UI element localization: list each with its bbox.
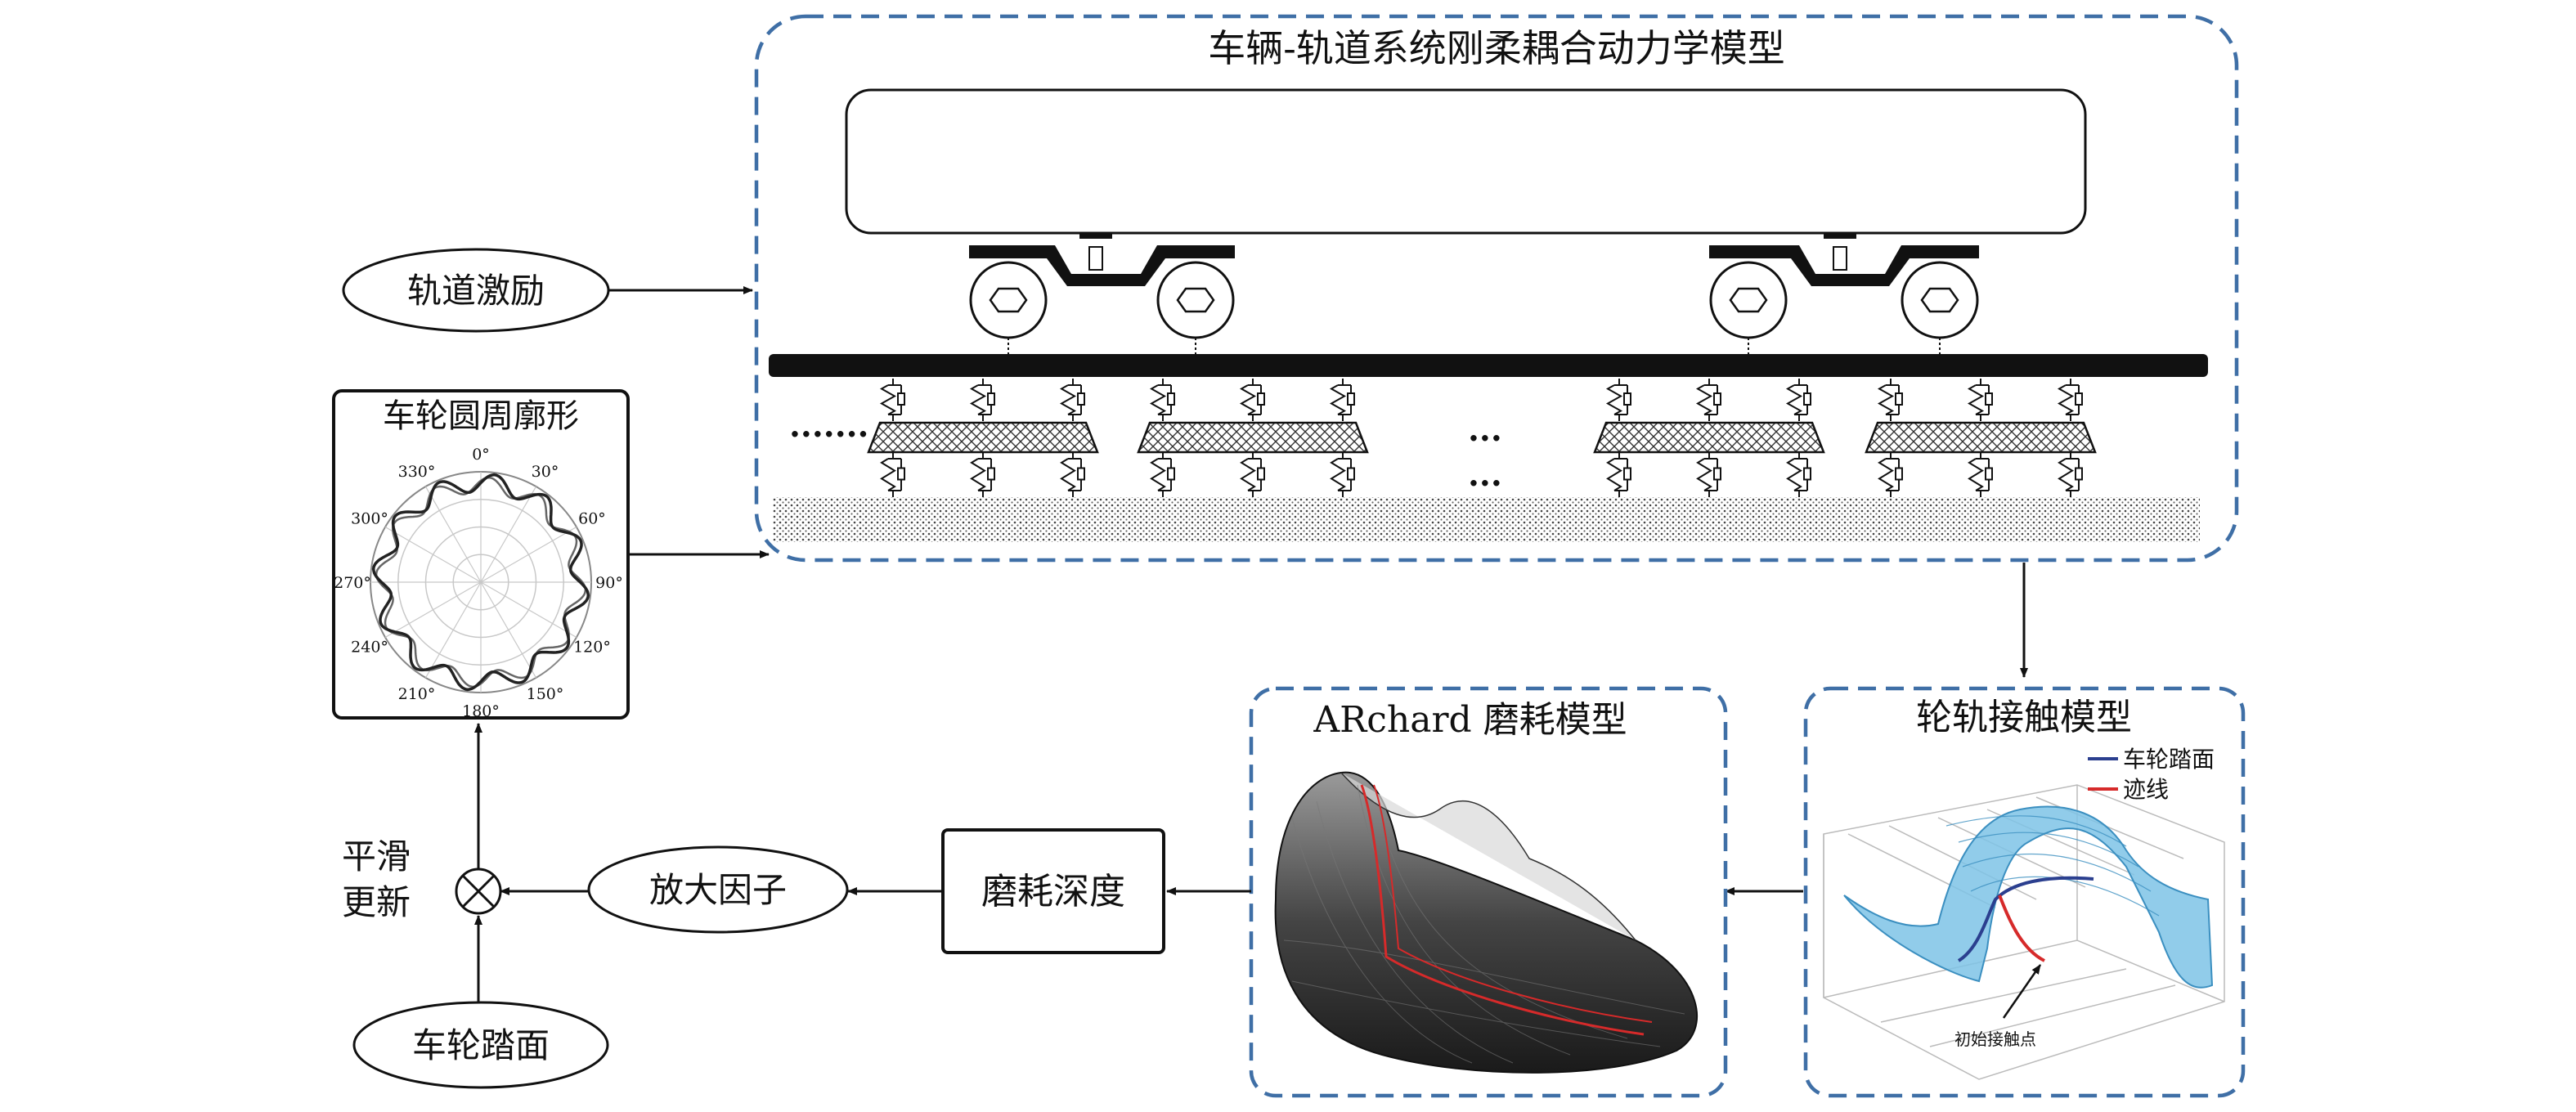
wheel-profile-title: 车轮圆周廓形 bbox=[383, 397, 579, 435]
polar-angle-label: 90° bbox=[595, 574, 623, 592]
track-excitation-node: 轨道激励 bbox=[342, 248, 610, 333]
polar-angle-label: 0° bbox=[472, 446, 490, 464]
sleeper bbox=[867, 421, 1099, 454]
fastener-spring bbox=[1605, 379, 1631, 421]
polar-angle-label: 120° bbox=[573, 639, 611, 657]
polar-profile-curve-a bbox=[371, 473, 590, 692]
polar-angle-label: 150° bbox=[527, 685, 564, 703]
contact-annotation: 初始接触点 bbox=[1954, 1029, 2036, 1049]
car-body bbox=[845, 88, 2087, 235]
multiplier-node bbox=[455, 868, 502, 915]
wheel-tread-node: 车轮踏面 bbox=[352, 1001, 609, 1089]
polar-angle-label: 240° bbox=[351, 639, 388, 657]
wheel-1 bbox=[969, 261, 1048, 354]
fastener-spring bbox=[1968, 452, 1993, 497]
track-excitation-label: 轨道激励 bbox=[407, 271, 545, 311]
fastener-spring bbox=[1150, 452, 1175, 497]
polar-angle-label: 330° bbox=[398, 463, 436, 481]
fastener-spring bbox=[2058, 452, 2083, 497]
track-dots-mid-bottom: ··· bbox=[1468, 464, 1502, 503]
wheel-tread-curve bbox=[1957, 876, 2094, 962]
fastener-spring bbox=[880, 452, 905, 497]
contact-legend: 车轮踏面 迹线 bbox=[2088, 746, 2215, 803]
fastener-spring bbox=[970, 452, 995, 497]
archard-model-title: ARchard 磨耗模型 bbox=[1313, 699, 1627, 741]
wear-depth-label: 磨耗深度 bbox=[981, 871, 1125, 912]
polar-plot: 0° 30° 60° 90° 120° 150° 180° 210° 240° 270° 300° 3… bbox=[334, 446, 623, 720]
trace-curve bbox=[1998, 895, 2045, 962]
contact-surface bbox=[1843, 805, 2214, 989]
wheel-profile-panel: 车轮圆周廓形 0° 30° 60° 90° 120° 150° 180° 210° 240° 27… bbox=[332, 389, 630, 720]
fastener-spring bbox=[1696, 452, 1721, 497]
fastener-spring bbox=[1329, 379, 1355, 421]
legend-wheel-tread: 车轮踏面 bbox=[2123, 746, 2215, 773]
sleepers bbox=[867, 421, 2097, 454]
sleeper bbox=[1137, 421, 1369, 454]
polar-angle-label: 300° bbox=[351, 510, 388, 528]
polar-profile-curve-b bbox=[375, 476, 587, 688]
fastener-spring bbox=[1240, 452, 1265, 497]
wheel-tread-label: 车轮踏面 bbox=[412, 1025, 550, 1065]
fastener-spring bbox=[879, 379, 905, 421]
main-model-panel: 车辆-轨道系统刚柔耦合动力学模型 bbox=[754, 14, 2239, 563]
fastener-spring bbox=[1967, 379, 1993, 421]
polar-angle-label: 210° bbox=[398, 685, 436, 703]
fastener-spring bbox=[1606, 452, 1631, 497]
fastener-spring bbox=[1060, 452, 1085, 497]
fastener-spring bbox=[1786, 452, 1811, 497]
contact-model-title: 轮轨接触模型 bbox=[1916, 697, 2132, 738]
bogie-right bbox=[1709, 232, 1979, 354]
wear-depth-node: 磨耗深度 bbox=[941, 828, 1165, 954]
archard-model-panel: ARchard 磨耗模型 bbox=[1249, 686, 1728, 1098]
wheel-2 bbox=[1156, 261, 1235, 354]
fastener-spring bbox=[1330, 452, 1355, 497]
wheel-4 bbox=[1901, 261, 1979, 354]
track-dots-left: ······· bbox=[789, 415, 868, 454]
fastener-spring bbox=[1877, 379, 1903, 421]
contact-model-panel: 轮轨接触模型 车轮踏面 迹线 初始接触点 bbox=[1803, 686, 2246, 1098]
sleeper bbox=[1865, 421, 2097, 454]
smooth-update-line2: 更新 bbox=[342, 882, 411, 922]
wear-trace bbox=[1360, 784, 1645, 1036]
fastener-spring bbox=[1785, 379, 1811, 421]
fastener-spring bbox=[1878, 452, 1903, 497]
fastener-springs bbox=[879, 379, 2083, 497]
rail bbox=[769, 354, 2208, 377]
track-dots-mid-top: ··· bbox=[1468, 419, 1502, 458]
wear-surface bbox=[1274, 771, 1698, 1074]
fastener-spring bbox=[1239, 379, 1265, 421]
polar-angle-label: 270° bbox=[334, 574, 371, 592]
wheel-3 bbox=[1709, 261, 1788, 354]
fastener-spring bbox=[1149, 379, 1175, 421]
fastener-spring bbox=[1695, 379, 1721, 421]
fastener-spring bbox=[1059, 379, 1085, 421]
fastener-spring bbox=[969, 379, 995, 421]
subgrade bbox=[773, 497, 2200, 542]
polar-angle-label: 180° bbox=[462, 702, 500, 720]
smooth-update-line1: 平滑 bbox=[342, 836, 411, 877]
amplify-factor-node: 放大因子 bbox=[587, 845, 849, 934]
bogie-left bbox=[969, 232, 1235, 354]
polar-angle-label: 30° bbox=[532, 463, 559, 481]
main-model-title: 车辆-轨道系统刚柔耦合动力学模型 bbox=[1208, 26, 1785, 70]
sleeper bbox=[1593, 421, 1825, 454]
polar-angle-label: 60° bbox=[578, 510, 606, 528]
amplify-factor-label: 放大因子 bbox=[649, 870, 787, 910]
fastener-spring bbox=[2057, 379, 2083, 421]
legend-trace: 迹线 bbox=[2123, 776, 2169, 803]
